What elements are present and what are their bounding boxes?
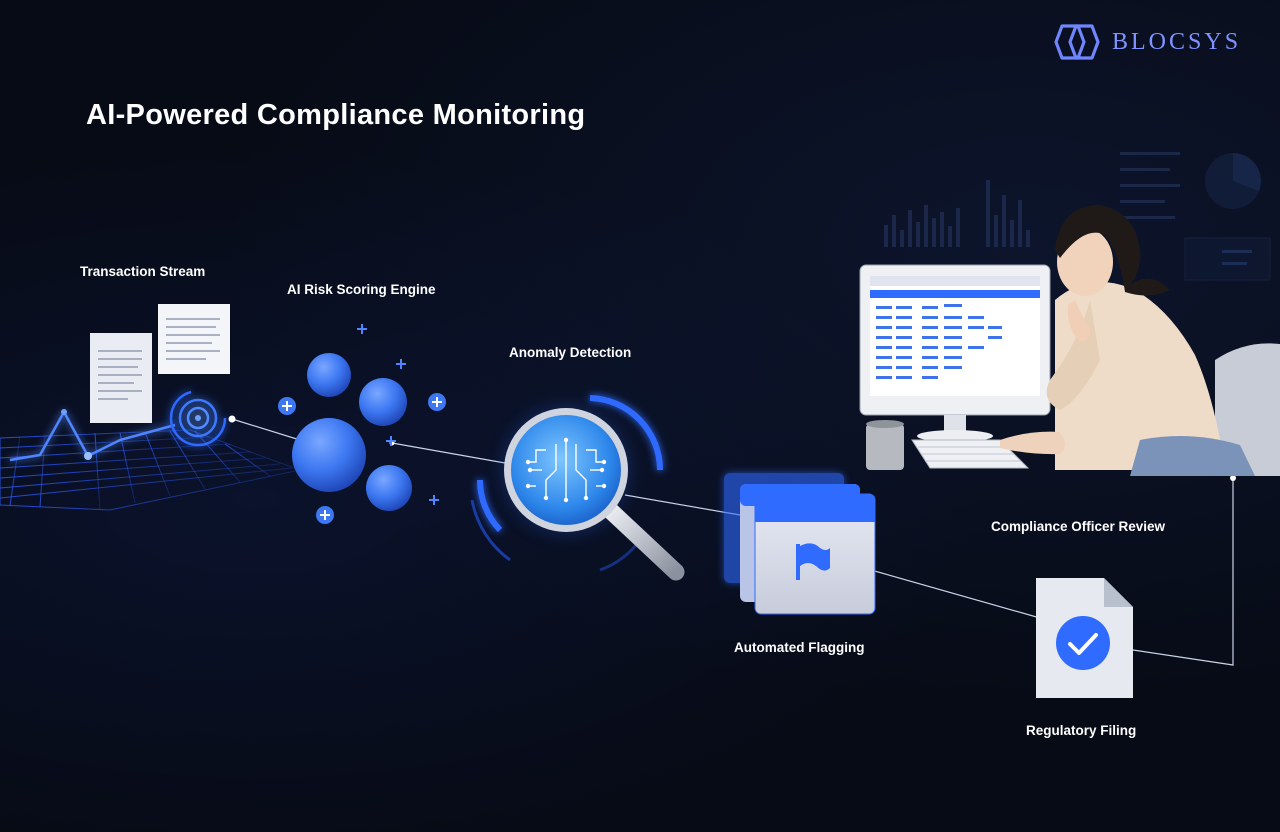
- label-risk-engine: AI Risk Scoring Engine: [287, 282, 436, 297]
- radar-rings-icon: [169, 389, 227, 447]
- document-icon: [158, 304, 230, 374]
- label-officer-review: Compliance Officer Review: [991, 519, 1166, 534]
- brand-name: BLOCSYS: [1112, 29, 1242, 55]
- page-title: AI-Powered Compliance Monitoring: [86, 99, 586, 131]
- flow-connectors: [231, 418, 1234, 666]
- risk-scoring-spheres: [292, 353, 412, 511]
- plus-icon: [278, 397, 296, 415]
- plus-icon: [357, 324, 439, 505]
- background-dashboard-decoration: [884, 152, 1271, 281]
- compliance-officer-illustration: [859, 205, 1280, 476]
- document-icon: [90, 333, 152, 423]
- label-transaction-stream: Transaction Stream: [80, 264, 206, 279]
- label-anomaly-detection: Anomaly Detection: [509, 345, 632, 360]
- checkmark-document-icon: [1036, 578, 1133, 698]
- label-automated-flagging: Automated Flagging: [734, 640, 865, 655]
- flag-icon: [796, 543, 830, 580]
- magnifying-glass-circuit-icon: [470, 395, 685, 581]
- plus-icon: [316, 506, 334, 524]
- label-regulatory-filing: Regulatory Filing: [1026, 723, 1137, 738]
- plus-icon: [428, 393, 446, 411]
- brand-logo: BLOCSYS: [1046, 22, 1246, 62]
- flag-cards-stack: [724, 473, 876, 615]
- interlocking-hexagon-logo: [1054, 24, 1100, 60]
- transaction-stream-illustration: [0, 304, 302, 511]
